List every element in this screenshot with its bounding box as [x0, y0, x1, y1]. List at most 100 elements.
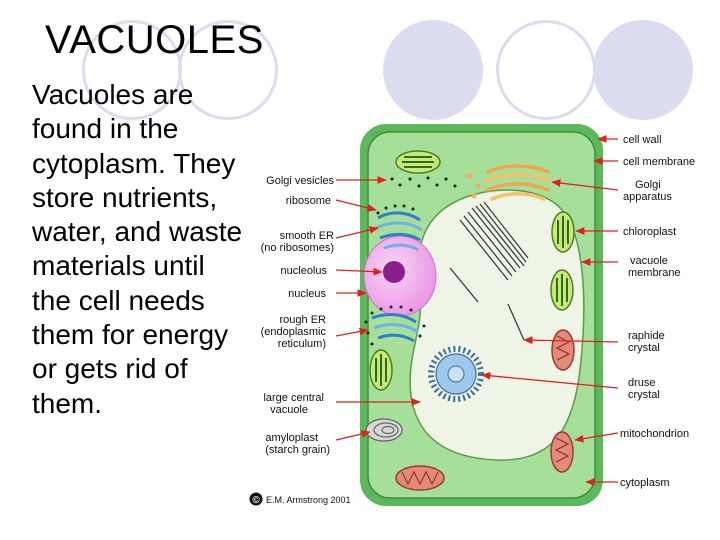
druse-spikes: [428, 346, 484, 402]
raphide: [467, 211, 517, 273]
vesicle: [435, 183, 439, 187]
rough-er: [377, 333, 415, 343]
label-cell-membrane: cell membrane: [623, 156, 695, 168]
slide-body-text: Vacuoles are found in the cytoplasm. The…: [32, 79, 243, 419]
slide-title: VACUOLES: [45, 18, 264, 62]
smooth-er: [375, 221, 423, 232]
label-cell-wall: cell wall: [623, 134, 662, 146]
ribosome: [366, 331, 370, 335]
mitochondrion-item: [395, 465, 445, 491]
label-line: chloroplast: [623, 226, 676, 238]
label-line: large central: [263, 392, 324, 404]
golgi-cisterna: [484, 173, 552, 183]
label-line: apparatus: [623, 191, 672, 203]
endoplasmic-reticulum: [371, 211, 423, 343]
cristae: [555, 335, 571, 361]
mitochondria: [395, 329, 575, 491]
vesicle: [444, 177, 448, 181]
ribosomes: [364, 204, 426, 346]
rough-er: [373, 323, 419, 334]
label-chloroplast: chloroplast: [623, 226, 676, 238]
label-line: raphide: [628, 330, 665, 342]
copyright-symbol: ©: [252, 495, 260, 506]
druse-center: [447, 365, 465, 383]
label-amyloplast: amyloplast(starch grain): [265, 432, 330, 456]
label-arrows: [335, 135, 619, 486]
chloroplast-item: [369, 349, 393, 391]
decorative-circle: [593, 20, 693, 120]
arrow-rough-er: [335, 327, 369, 337]
mitochondrion-body: [395, 465, 445, 491]
ribosome: [379, 307, 383, 311]
nucleolus: [383, 261, 405, 283]
vesicle: [390, 177, 394, 181]
vesicle: [417, 184, 421, 188]
ribosome: [364, 320, 368, 324]
label-line: cell wall: [623, 134, 662, 146]
ribosome: [399, 305, 403, 309]
label-golgi-vesicles: Golgi vesicles: [266, 175, 334, 187]
nucleus: [363, 235, 437, 317]
label-line: nucleus: [288, 288, 326, 300]
chloroplast-item: [550, 269, 574, 311]
label-line: rough ER: [280, 314, 327, 326]
label-ribosome: ribosome: [286, 195, 331, 207]
amyloplast-ring: [373, 422, 399, 438]
smooth-er: [377, 211, 421, 222]
label-line: vacuole: [270, 404, 308, 416]
cristae: [554, 437, 570, 463]
decorative-circle: [383, 20, 483, 120]
golgi-vesicle: [471, 193, 477, 199]
raphide: [475, 205, 525, 267]
golgi-cisterna: [490, 192, 546, 201]
decorative-circle: [178, 20, 278, 120]
mitochondrion-body: [550, 431, 574, 473]
labels-left: Golgi vesicles ribosome smooth ER(no rib…: [261, 175, 335, 456]
arrow-raphide-crystal: [523, 336, 619, 345]
vesicle: [426, 176, 430, 180]
raphide: [459, 219, 509, 281]
raphide: [449, 267, 479, 303]
label-cytoplasm: cytoplasm: [620, 477, 670, 489]
golgi-vesicle: [475, 183, 481, 189]
ribosome: [376, 211, 380, 215]
label-line: cell membrane: [623, 156, 695, 168]
label-line: Golgi vesicles: [266, 175, 334, 187]
raphide: [463, 215, 513, 277]
label-line: mitochondrion: [620, 428, 689, 440]
smooth-er: [383, 243, 419, 252]
vesicle: [398, 183, 402, 187]
raphide-crystals: [449, 201, 529, 341]
golgi-cisterna: [486, 164, 550, 174]
mitochondrion-body: [551, 329, 575, 371]
golgi-vesicle: [467, 173, 473, 179]
raphide: [471, 207, 521, 269]
label-line: (starch grain): [265, 444, 330, 456]
ribosome: [384, 206, 388, 210]
label-nucleolus: nucleolus: [281, 265, 328, 277]
label-line: vacuole: [630, 255, 668, 267]
golgi-apparatus: [467, 164, 552, 201]
label-line: crystal: [628, 389, 660, 401]
chloroplast-item: [551, 211, 575, 253]
mitochondrion-item: [550, 431, 574, 473]
arrow-amyloplast: [335, 430, 371, 441]
ribosome: [422, 324, 426, 328]
raphide: [507, 303, 525, 341]
arrow-golgi-apparatus: [551, 179, 619, 191]
chloroplasts: [369, 150, 575, 391]
smooth-er: [379, 232, 421, 242]
cristae: [401, 470, 439, 486]
druse-crystal: [428, 346, 484, 402]
label-line: ribosome: [286, 195, 331, 207]
label-line: (no ribosomes): [261, 242, 334, 254]
amyloplast-ring: [381, 425, 395, 435]
